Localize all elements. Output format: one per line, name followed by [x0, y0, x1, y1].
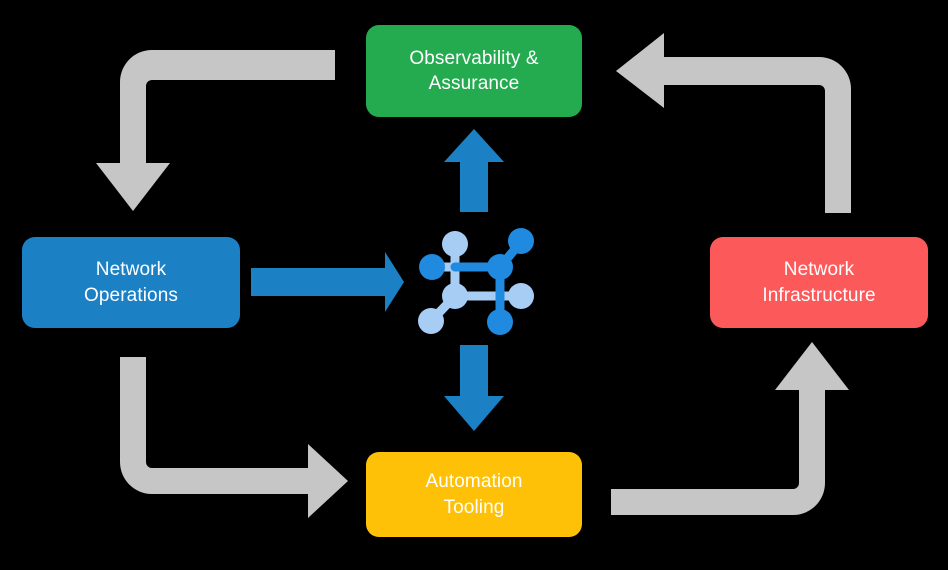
blue-arrow-down [444, 345, 504, 431]
grey-elbow-arrow-down-left [96, 50, 335, 211]
node-bottom-left-leaf [418, 308, 444, 334]
grey-elbow-arrow-left-top [616, 33, 851, 213]
network-icon-links [427, 237, 526, 328]
grey-elbow-arrow-up-right [611, 342, 849, 515]
node-left [419, 254, 445, 280]
node-top-left [442, 231, 468, 257]
node-bottom [487, 309, 513, 335]
node-box-network-infrastructure[interactable]: Network Infrastructure [710, 237, 928, 328]
node-label-network-infrastructure: Network Infrastructure [762, 259, 876, 306]
node-box-network-operations[interactable]: Network Operations [22, 237, 240, 328]
node-label-observability: Observability & Assurance [409, 47, 539, 94]
node-bottom-left-junction [442, 283, 468, 309]
node-center-right [487, 254, 513, 280]
node-right-leaf [508, 283, 534, 309]
node-box-observability[interactable]: Observability & Assurance [366, 25, 582, 117]
node-label-network-operations: Network Operations [84, 259, 178, 306]
blue-arrow-right [251, 252, 404, 312]
node-box-automation-tooling[interactable]: Automation Tooling [366, 452, 582, 537]
grey-elbow-arrow-right-bottom [120, 357, 348, 518]
node-label-automation-tooling: Automation Tooling [425, 471, 523, 518]
node-top-right [508, 228, 534, 254]
blue-arrow-up [444, 129, 504, 212]
network-icon-nodes [418, 228, 534, 335]
